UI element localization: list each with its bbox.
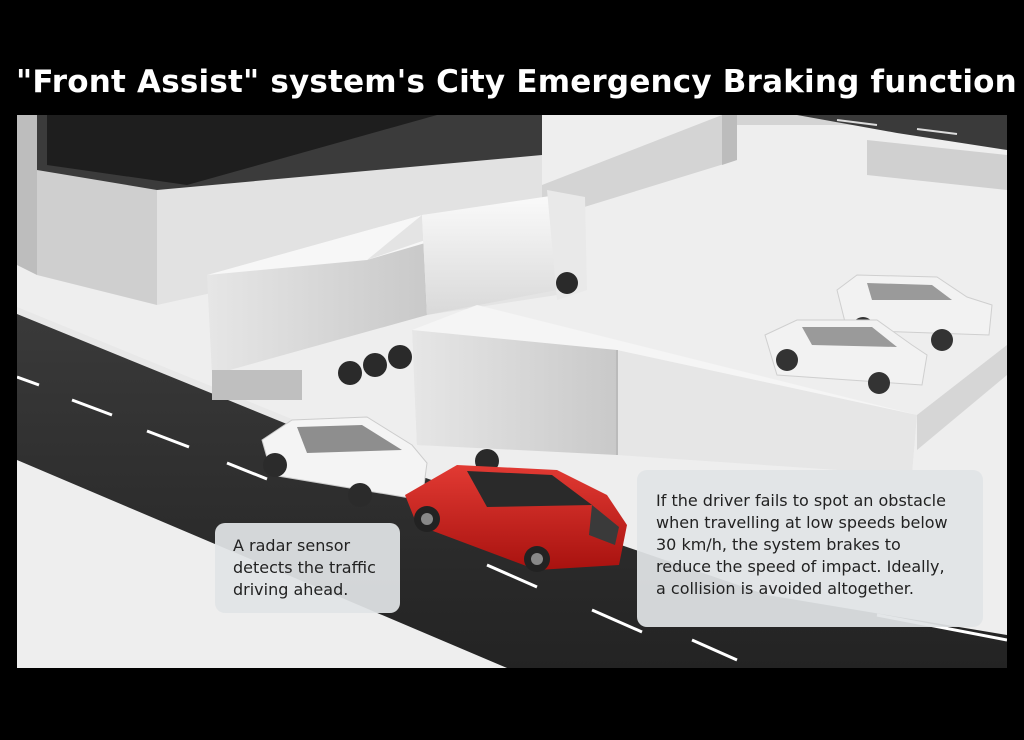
- callout-line: driving ahead.: [233, 580, 349, 599]
- callout-line: reduce the speed of impact. Ideally,: [656, 557, 945, 576]
- front-truck: [412, 305, 917, 475]
- white-lead-car: [261, 416, 428, 507]
- braking-callout: If the driver fails to spot an obstacle …: [637, 470, 983, 627]
- traffic-scene-illustration: [17, 115, 1007, 668]
- radar-sensor-callout: A radar sensor detects the traffic drivi…: [215, 523, 400, 613]
- callout-line: a collision is avoided altogether.: [656, 579, 914, 598]
- rear-truck: [207, 190, 587, 400]
- parked-car-2: [764, 319, 928, 394]
- red-car: [405, 465, 627, 572]
- callout-line: detects the traffic: [233, 558, 376, 577]
- callout-line: If the driver fails to spot an obstacle: [656, 491, 946, 510]
- parking-walls: [542, 115, 1007, 450]
- callout-line: when travelling at low speeds below: [656, 513, 948, 532]
- page-title: "Front Assist" system's City Emergency B…: [16, 64, 1017, 100]
- callout-line: A radar sensor: [233, 536, 351, 555]
- callout-line: 30 km/h, the system brakes to: [656, 535, 901, 554]
